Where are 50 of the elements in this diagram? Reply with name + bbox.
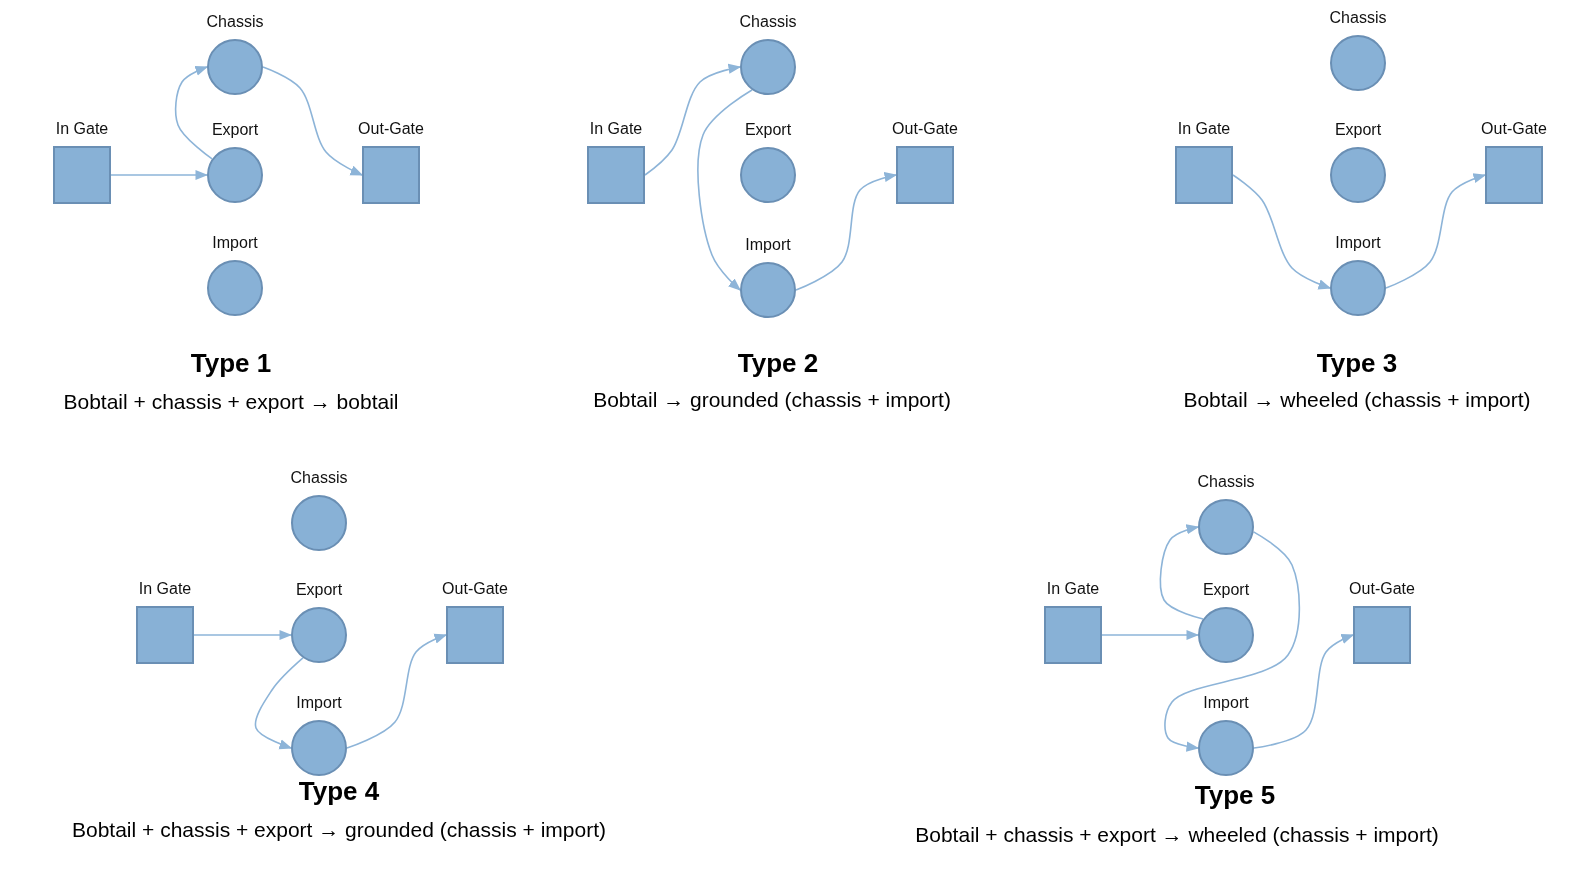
- flow-arrow: [254, 657, 304, 750]
- type-title: Type 4: [297, 776, 381, 807]
- flow-arrow: [193, 629, 293, 641]
- flow-arrow: [174, 66, 213, 160]
- node-label: In Gate: [55, 120, 109, 138]
- node-label: Import: [212, 234, 258, 252]
- flow-arrow: [1385, 173, 1487, 289]
- type-description: Bobtail + chassis + export → wheeled (chassis + import): [914, 822, 1440, 848]
- node-label: Export: [744, 121, 792, 139]
- node-label: Chassis: [1197, 473, 1255, 491]
- node-label: In Gate: [1177, 120, 1231, 138]
- flow-arrow: [110, 169, 209, 181]
- type-description: Bobtail → grounded (chassis + import): [592, 387, 952, 413]
- flow-arrow: [1232, 174, 1332, 290]
- type-title: Type 5: [1193, 780, 1277, 811]
- flow-arrow: [1253, 634, 1355, 749]
- type-description: Bobtail + chassis + export → grounded (chassis + import): [71, 817, 607, 843]
- flow-arrow: [697, 89, 753, 291]
- node-label: In Gate: [1046, 580, 1100, 598]
- node-label: Import: [1335, 234, 1381, 252]
- flow-arrow: [1159, 524, 1204, 620]
- type-description: Bobtail + chassis + export → bobtail: [62, 389, 400, 415]
- type-title: Type 3: [1315, 348, 1399, 379]
- node-label: In Gate: [138, 580, 192, 598]
- node-label: Export: [295, 581, 343, 599]
- type-title: Type 1: [189, 348, 273, 379]
- flow-arrow: [644, 63, 742, 176]
- node-label: Export: [1334, 121, 1382, 139]
- flow-arrow: [795, 172, 898, 291]
- flow-arrow: [1164, 531, 1301, 752]
- node-label: Out-Gate: [892, 120, 958, 138]
- node-label: In Gate: [589, 120, 643, 138]
- node-label: Import: [1203, 694, 1249, 712]
- node-label: Chassis: [290, 469, 348, 487]
- node-label: Import: [296, 694, 342, 712]
- node-label: Export: [211, 121, 259, 139]
- flow-arrow: [1101, 629, 1200, 641]
- node-label: Out-Gate: [358, 120, 424, 138]
- node-label: Export: [1202, 581, 1250, 599]
- flow-arrow: [346, 633, 448, 749]
- node-label: Chassis: [1329, 9, 1387, 27]
- flow-arrow: [262, 66, 364, 176]
- node-label: Chassis: [206, 13, 264, 31]
- node-label: Import: [745, 236, 791, 254]
- node-label: Chassis: [739, 13, 797, 31]
- type-description: Bobtail → wheeled (chassis + import): [1182, 387, 1532, 413]
- node-label: Out-Gate: [1481, 120, 1547, 138]
- node-label: Out-Gate: [442, 580, 508, 598]
- node-label: Out-Gate: [1349, 580, 1415, 598]
- type-title: Type 2: [736, 348, 820, 379]
